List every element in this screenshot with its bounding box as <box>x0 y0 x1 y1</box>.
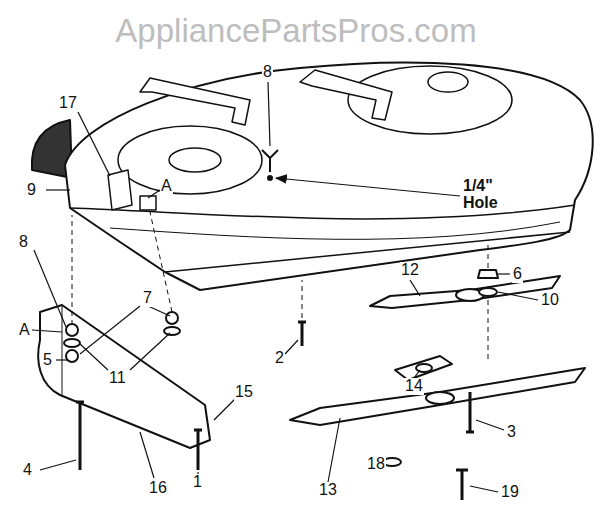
callout-number: 6 <box>512 266 523 283</box>
callout-number: 3 <box>506 424 517 441</box>
callout-number: A <box>160 178 173 195</box>
callout-number: 18 <box>366 456 386 473</box>
callout-number: 13 <box>318 482 338 499</box>
callout-number: 10 <box>540 292 560 309</box>
callout-number: 12 <box>400 262 420 279</box>
callout-number: 7 <box>142 290 153 307</box>
callout-number: 5 <box>42 352 53 369</box>
callout-number: 16 <box>148 480 168 497</box>
callout-number: 11 <box>108 370 127 387</box>
callout-number: A <box>18 322 31 339</box>
callout-number: 15 <box>234 384 254 401</box>
callout-number: 17 <box>58 95 78 112</box>
callout-number: 8 <box>262 64 273 81</box>
callout-number: 14 <box>404 378 424 395</box>
callout-number: 4 <box>22 462 33 479</box>
dimension-note: 1/4" Hole <box>462 178 514 212</box>
callout-number: 2 <box>274 350 285 367</box>
callout-number: 8 <box>18 234 29 251</box>
callout-number: 1 <box>192 474 203 491</box>
watermark: AppliancePartsPros.com <box>0 14 597 49</box>
callout-number: 19 <box>500 484 520 501</box>
callout-number: 9 <box>26 182 37 199</box>
